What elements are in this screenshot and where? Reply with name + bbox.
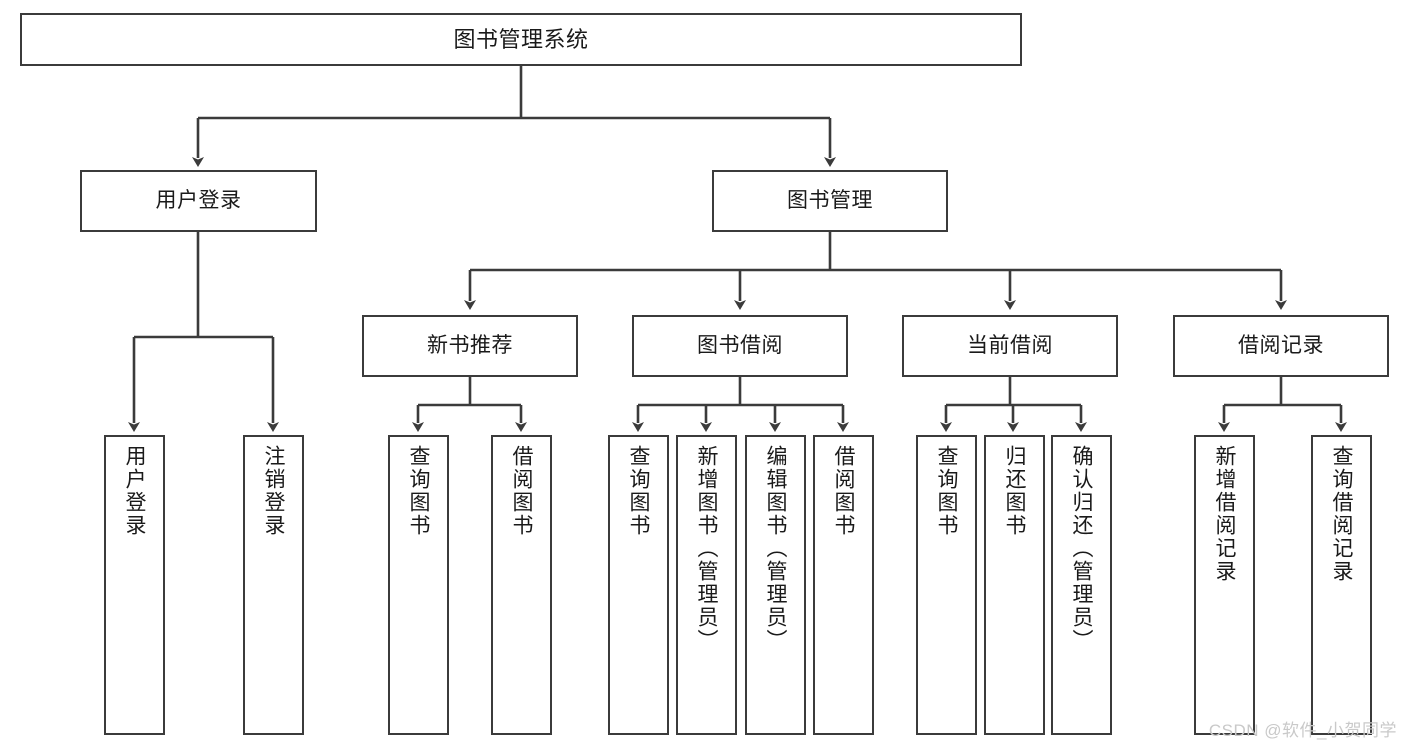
node-label: 新书推荐 xyxy=(427,333,513,357)
node-borrow-record[interactable]: 借阅记录 xyxy=(1173,315,1389,377)
node-root-system[interactable]: 图书管理系统 xyxy=(20,13,1022,66)
leaf-query-book-current[interactable]: 查询图书 xyxy=(916,435,977,735)
node-label: 查询图书 xyxy=(627,445,650,537)
leaf-borrow-book-newbook[interactable]: 借阅图书 xyxy=(491,435,552,735)
node-new-book-recommend[interactable]: 新书推荐 xyxy=(362,315,578,377)
node-label: 当前借阅 xyxy=(967,333,1053,357)
node-user-login[interactable]: 用户登录 xyxy=(80,170,317,232)
leaf-confirm-return-admin[interactable]: 确认归还（管理员） xyxy=(1051,435,1112,735)
leaf-return-book[interactable]: 归还图书 xyxy=(984,435,1045,735)
node-label: 新增借阅记录 xyxy=(1213,445,1236,583)
node-label: 查询图书 xyxy=(935,445,958,537)
leaf-query-book-borrow[interactable]: 查询图书 xyxy=(608,435,669,735)
leaf-user-login[interactable]: 用户登录 xyxy=(104,435,165,735)
leaf-edit-book-admin[interactable]: 编辑图书（管理员） xyxy=(745,435,806,735)
node-book-management[interactable]: 图书管理 xyxy=(712,170,948,232)
node-label: 归还图书 xyxy=(1003,445,1026,537)
leaf-add-book-admin[interactable]: 新增图书（管理员） xyxy=(676,435,737,735)
leaf-query-book-newbook[interactable]: 查询图书 xyxy=(388,435,449,735)
node-label: 图书管理 xyxy=(787,188,873,212)
node-book-borrow[interactable]: 图书借阅 xyxy=(632,315,848,377)
node-label: 借阅记录 xyxy=(1238,333,1324,357)
node-label: 图书管理系统 xyxy=(453,26,589,52)
node-label: 用户登录 xyxy=(123,445,146,537)
leaf-borrow-book-borrow[interactable]: 借阅图书 xyxy=(813,435,874,735)
node-label: 查询图书 xyxy=(407,445,430,537)
leaf-query-borrow-record[interactable]: 查询借阅记录 xyxy=(1311,435,1372,735)
node-label: 编辑图书（管理员） xyxy=(764,445,787,652)
node-label: 确认归还（管理员） xyxy=(1070,445,1093,652)
leaf-logout-login[interactable]: 注销登录 xyxy=(243,435,304,735)
node-label: 查询借阅记录 xyxy=(1330,445,1353,583)
node-label: 借阅图书 xyxy=(832,445,855,537)
node-current-borrow[interactable]: 当前借阅 xyxy=(902,315,1118,377)
node-label: 图书借阅 xyxy=(697,333,783,357)
csdn-watermark: CSDN @软件_小贺同学 xyxy=(1208,721,1397,740)
node-label: 用户登录 xyxy=(155,188,242,212)
node-label: 新增图书（管理员） xyxy=(695,445,718,652)
leaf-add-borrow-record[interactable]: 新增借阅记录 xyxy=(1194,435,1255,735)
node-label: 借阅图书 xyxy=(510,445,533,537)
node-label: 注销登录 xyxy=(262,445,285,537)
